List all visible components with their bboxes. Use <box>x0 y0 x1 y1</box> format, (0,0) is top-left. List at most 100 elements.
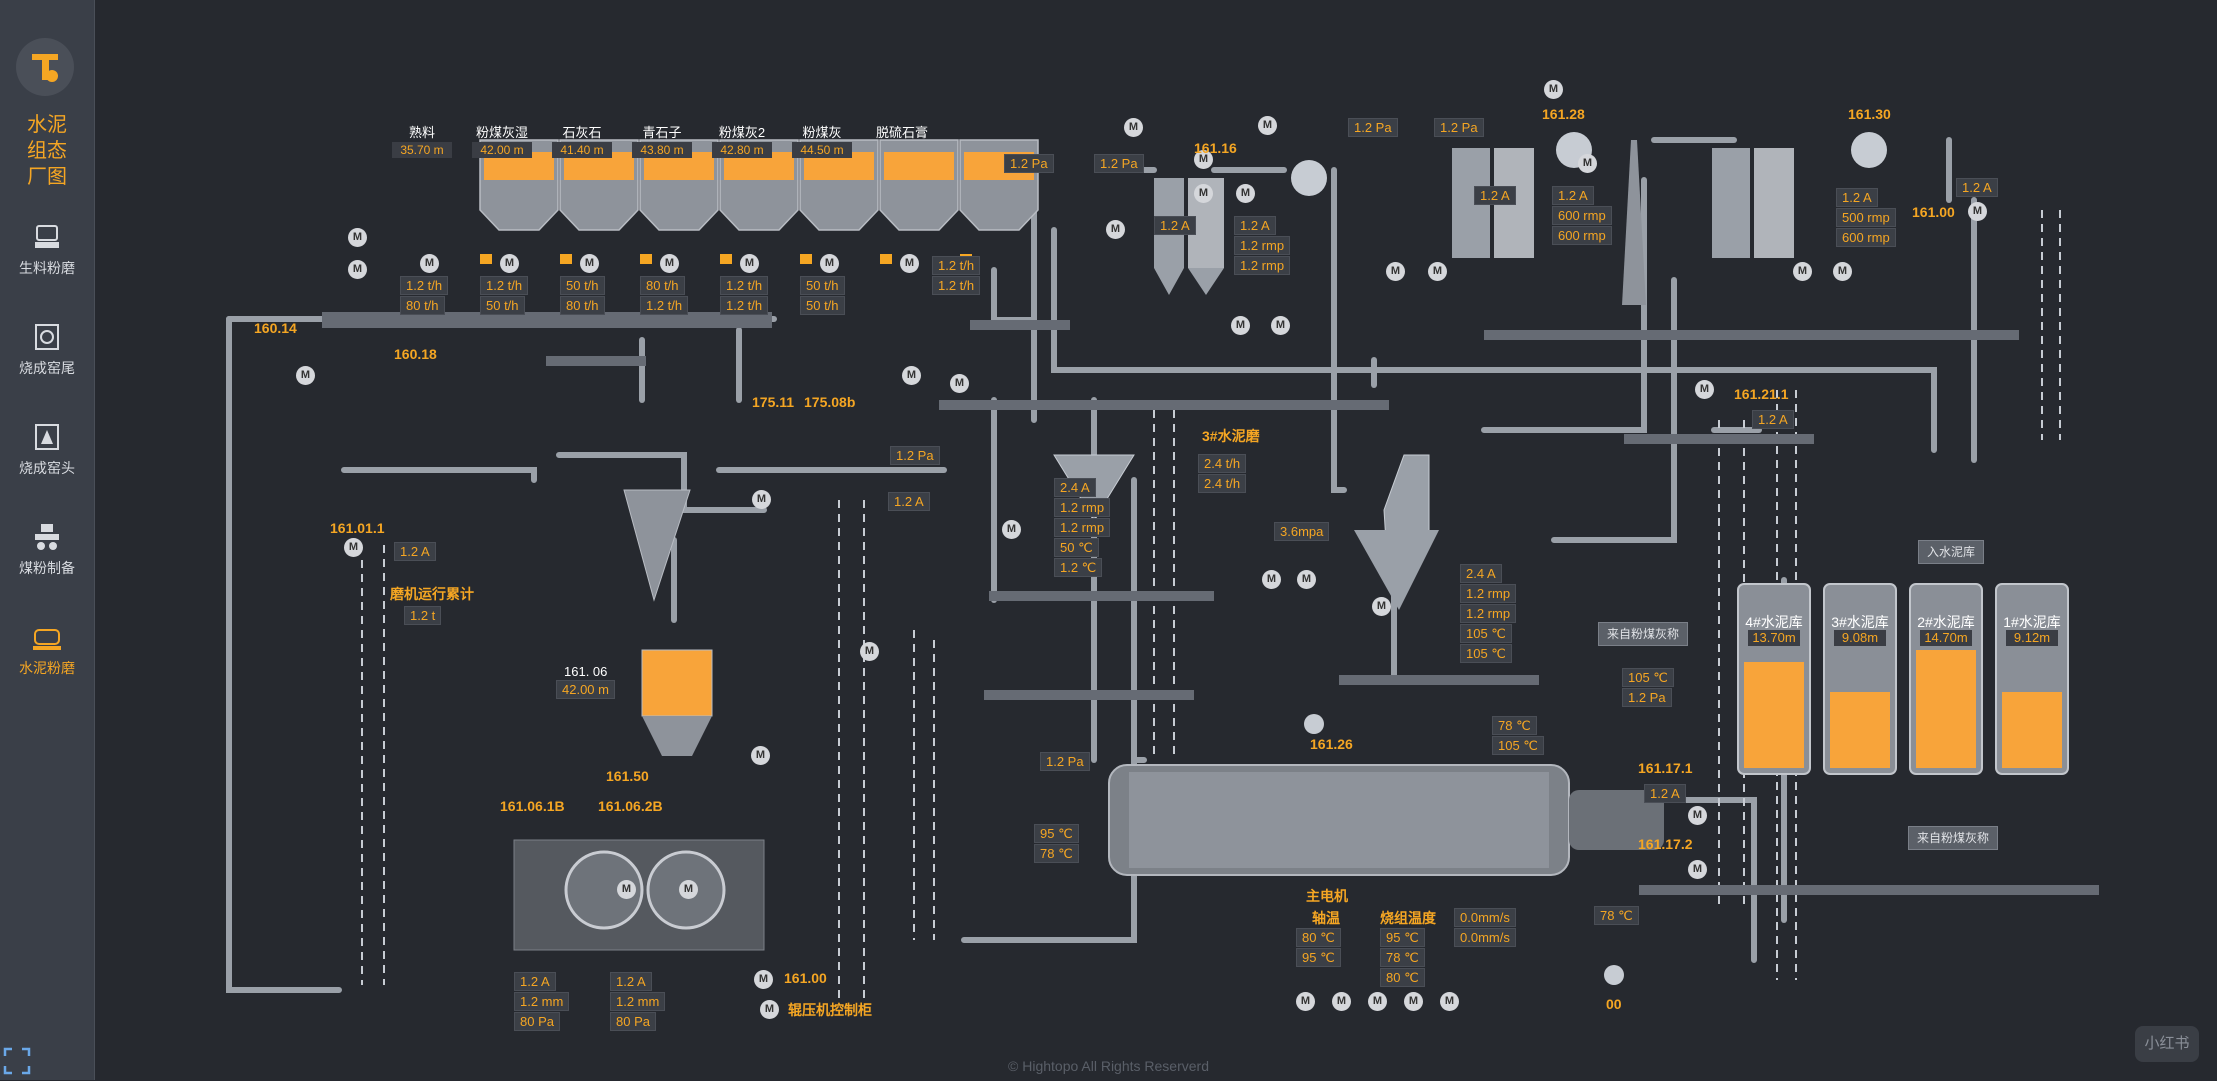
hopper-flyash2: 粉煤灰2 42.80 m <box>706 118 778 230</box>
motor-icon[interactable]: M <box>760 1000 779 1019</box>
mill-temp: 78 ℃ <box>1034 844 1079 863</box>
from-coal-scale-button-2[interactable]: 来自粉煤灰称 <box>1908 826 1999 850</box>
silo-name: 1#水泥库 <box>2003 614 2061 630</box>
fullscreen-button[interactable] <box>2 1046 32 1076</box>
vibration: 0.0mm/s <box>1454 928 1516 947</box>
sidebar-item-raw-mill[interactable]: 生料粉磨 <box>0 222 94 278</box>
silo-name: 4#水泥库 <box>1745 614 1803 630</box>
motor-icon[interactable]: M <box>1106 220 1125 239</box>
bearing-temp: 95 ℃ <box>1296 948 1341 967</box>
motor-icon[interactable]: M <box>1688 860 1707 879</box>
motor-icon[interactable]: M <box>1404 992 1423 1011</box>
silo-level: 13.70m <box>1748 630 1800 646</box>
hopper-level: 43.80 m <box>632 142 692 158</box>
motor-icon[interactable]: M <box>751 746 770 765</box>
feeder-rate: 1.2 t/h <box>720 276 769 295</box>
motor-icon[interactable]: M <box>348 228 367 247</box>
motor-icon[interactable]: M <box>1440 992 1459 1011</box>
tag-161-21-1: 161.21.1 <box>1734 386 1789 402</box>
mill-temp: 105 ℃ <box>1492 736 1544 755</box>
motor-icon[interactable]: M <box>860 642 879 661</box>
motor-icon[interactable]: M <box>420 254 439 273</box>
motor-icon[interactable]: M <box>752 490 771 509</box>
tag-161-17-1: 161.17.1 <box>1638 760 1693 776</box>
motor-icon[interactable]: M <box>500 254 519 273</box>
hopper-name: 粉煤灰 <box>802 125 842 140</box>
from-coal-scale-button[interactable]: 来自粉煤灰称 <box>1598 622 1689 646</box>
motor-icon[interactable]: M <box>1231 316 1250 335</box>
feeder-rate: 50 t/h <box>480 296 525 315</box>
motor-icon[interactable]: M <box>1124 118 1143 137</box>
separator2-temp: 105 ℃ <box>1460 644 1512 663</box>
motor-icon[interactable]: M <box>1262 570 1281 589</box>
motor-icon[interactable]: M <box>1544 80 1563 99</box>
separator-speed: 1.2 rmp <box>1054 518 1111 537</box>
sidebar-item-kiln-tail[interactable]: 烧成窑尾 <box>0 322 94 378</box>
kiln-head-icon <box>35 424 59 450</box>
logo <box>16 38 74 96</box>
cement-silo-3: 3#水泥库 9.08m <box>1822 576 1898 786</box>
cement-silo-2: 2#水泥库 14.70m <box>1908 576 1984 786</box>
motor-icon[interactable]: M <box>754 970 773 989</box>
motor-icon[interactable]: M <box>1368 992 1387 1011</box>
motor-icon[interactable]: M <box>679 880 698 899</box>
motor-icon[interactable]: M <box>820 254 839 273</box>
motor-icon[interactable]: M <box>1296 992 1315 1011</box>
motor-icon[interactable]: M <box>296 366 315 385</box>
motor-icon[interactable]: M <box>740 254 759 273</box>
fan-speed: 1.2 rmp <box>1234 256 1291 275</box>
hopper-level: 42.80 m <box>712 142 772 158</box>
motor-icon[interactable]: M <box>660 254 679 273</box>
feeder-rate: 50 t/h <box>800 296 845 315</box>
motor-icon[interactable]: M <box>1258 116 1277 135</box>
fan-speed: 600 rmp <box>1552 226 1612 245</box>
separator-speed: 1.2 rmp <box>1054 498 1111 517</box>
silo-body <box>1909 583 1983 775</box>
motor-icon[interactable]: M <box>1271 316 1290 335</box>
motor-icon[interactable]: M <box>344 538 363 557</box>
motor-icon[interactable]: M <box>1793 262 1812 281</box>
motor-icon[interactable]: M <box>1386 262 1405 281</box>
filter-current: 1.2 A <box>1154 216 1196 235</box>
motor-icon[interactable]: M <box>1833 262 1852 281</box>
motor-icon[interactable]: M <box>1968 202 1987 221</box>
motor-icon[interactable]: M <box>1695 380 1714 399</box>
motor-icon[interactable]: M <box>950 374 969 393</box>
silo-body <box>1737 583 1811 775</box>
motor-icon[interactable]: M <box>348 260 367 279</box>
motor-icon[interactable]: M <box>900 254 919 273</box>
motor-icon[interactable]: M <box>902 366 921 385</box>
motor-icon[interactable]: M <box>1194 184 1213 203</box>
tag-161-06-1b: 161.06.1B <box>500 798 565 814</box>
sidebar-item-label: 煤粉制备 <box>19 560 75 576</box>
motor-icon[interactable]: M <box>1332 992 1351 1011</box>
motor-icon[interactable]: M <box>1236 184 1255 203</box>
hopper-name: 石灰石 <box>562 125 602 140</box>
motor-icon[interactable]: M <box>1194 150 1213 169</box>
sidebar-item-coal-mill[interactable]: 煤粉制备 <box>0 522 94 578</box>
mill-outlet-temp: 78 ℃ <box>1594 906 1639 925</box>
to-cement-store-button[interactable]: 入水泥库 <box>1918 540 1985 564</box>
motor-icon[interactable]: M <box>1688 806 1707 825</box>
feeder-rate: 1.2 t/h <box>932 276 981 295</box>
motor-icon[interactable]: M <box>1002 520 1021 539</box>
bin-level: 42.00 m <box>556 680 615 699</box>
hopper-level: 42.00 m <box>472 142 532 158</box>
sidebar-item-cement-mill[interactable]: 水泥粉磨 <box>0 622 94 678</box>
motor-icon[interactable]: M <box>617 880 636 899</box>
filter-pressure: 1.2 Pa <box>1004 154 1054 173</box>
mill-run-value: 1.2 t <box>404 606 442 625</box>
motor-icon[interactable]: M <box>1578 154 1597 173</box>
sidebar-item-kiln-head[interactable]: 烧成窑头 <box>0 422 94 478</box>
mill-temp: 95 ℃ <box>1034 824 1079 843</box>
sidebar-item-label: 烧成窑尾 <box>19 360 75 376</box>
motor-icon[interactable]: M <box>1297 570 1316 589</box>
filter-pressure: 1.2 Pa <box>1348 118 1398 137</box>
motor-icon[interactable]: M <box>1428 262 1447 281</box>
hopper-level: 44.50 m <box>792 142 852 158</box>
motor-icon[interactable]: M <box>580 254 599 273</box>
feeder-rate: 80 t/h <box>400 296 445 315</box>
motor-icon[interactable]: M <box>1372 597 1391 616</box>
tag-161-17-2: 161.17.2 <box>1638 836 1693 852</box>
tag-160-18: 160.18 <box>394 346 437 362</box>
